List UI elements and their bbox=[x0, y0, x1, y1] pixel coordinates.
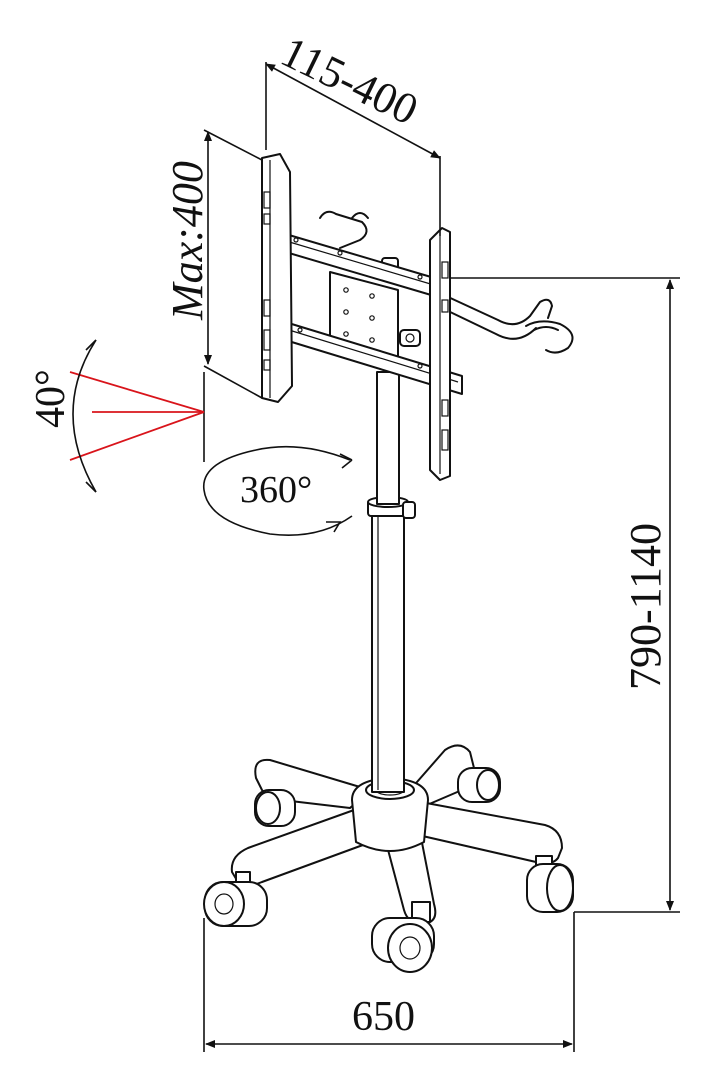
vesa-width-dimension: 115-400 bbox=[265, 27, 441, 236]
column bbox=[367, 371, 416, 793]
tilt-indicator: 40° bbox=[28, 339, 205, 493]
base-width-dimension: 650 bbox=[203, 912, 575, 1052]
caster-back-left bbox=[254, 789, 296, 827]
height-dimension: 790-1140 bbox=[450, 277, 680, 913]
caster-front bbox=[371, 901, 435, 973]
right-vertical-bracket bbox=[429, 227, 451, 481]
rotation-indicator: 360° bbox=[203, 445, 353, 536]
caster-back-right bbox=[457, 767, 501, 803]
base-width-label: 650 bbox=[352, 994, 415, 1040]
height-range-label: 790-1140 bbox=[621, 523, 670, 690]
rotation-label: 360° bbox=[240, 469, 312, 511]
caster-right bbox=[526, 855, 574, 913]
vesa-height-label: Max:400 bbox=[163, 161, 212, 321]
vesa-width-label: 115-400 bbox=[274, 27, 426, 135]
handle bbox=[319, 210, 574, 354]
caster-left bbox=[203, 871, 268, 927]
tilt-angle-label: 40° bbox=[28, 369, 74, 428]
left-vertical-bracket bbox=[261, 153, 293, 403]
vesa-height-dimension: Max:400 bbox=[163, 129, 263, 399]
